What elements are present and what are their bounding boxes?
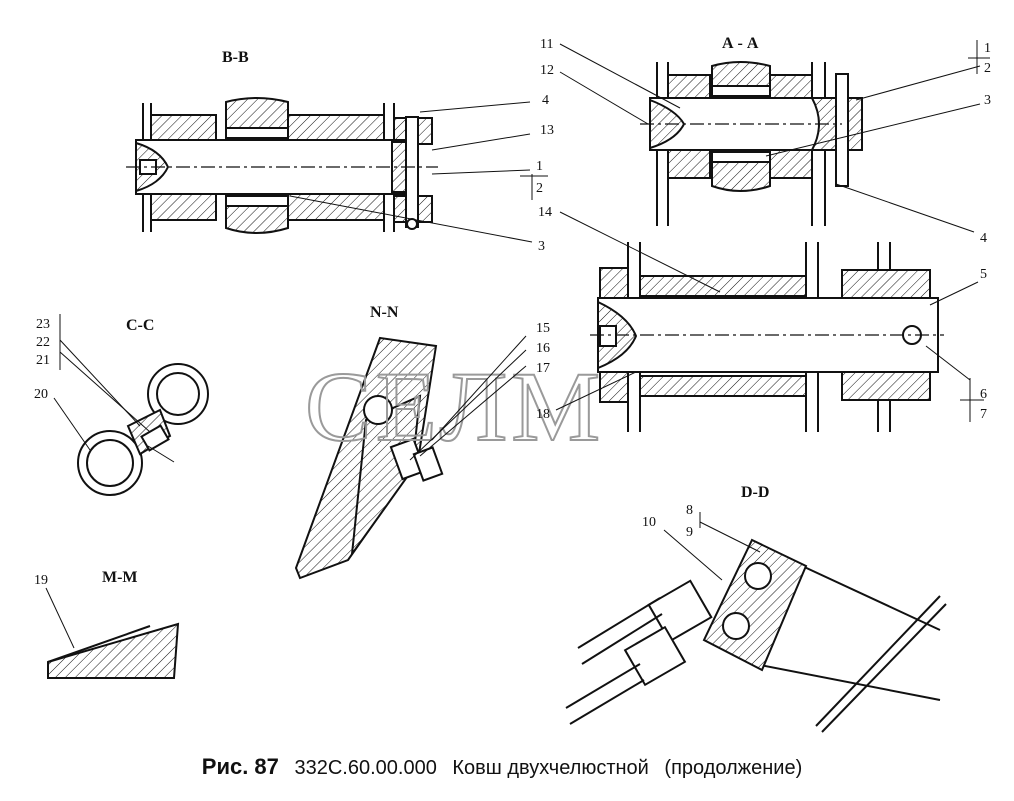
callout-2-aa: 2 bbox=[984, 61, 991, 76]
callout-23: 23 bbox=[36, 317, 50, 332]
section-nn-title: N-N bbox=[370, 304, 399, 321]
callout-18: 18 bbox=[536, 407, 550, 422]
figure-number: Рис. 87 bbox=[201, 754, 279, 779]
callout-22: 22 bbox=[36, 335, 50, 350]
callout-8: 8 bbox=[686, 503, 693, 518]
callout-19: 19 bbox=[34, 573, 48, 588]
callout-20: 20 bbox=[34, 387, 48, 402]
section-dd-title: D-D bbox=[741, 484, 769, 501]
leader-lines bbox=[45, 40, 990, 649]
section-aa: А - А bbox=[640, 35, 863, 226]
callout-6: 6 bbox=[980, 387, 987, 402]
section-mm-title: М-М bbox=[102, 569, 138, 586]
callout-numbers: 4 13 1 2 3 11 12 1 2 3 4 14 5 6 7 18 15 … bbox=[34, 37, 991, 588]
section-nn: N-N bbox=[294, 304, 444, 580]
callout-13: 13 bbox=[540, 123, 554, 138]
section-cc-title: С-С bbox=[126, 317, 154, 334]
drawing-note: (продолжение) bbox=[664, 757, 803, 779]
drawing-title: Ковш двухчелюстной bbox=[452, 757, 649, 779]
callout-12: 12 bbox=[540, 63, 554, 78]
section-cc: С-С bbox=[77, 317, 209, 496]
callout-17: 17 bbox=[536, 361, 550, 376]
watermark: СЕЛМ bbox=[305, 351, 604, 462]
callout-4-bb: 4 bbox=[542, 93, 549, 108]
figure-caption: Рис. 87 332С.60.00.000 Ковш двухчелюстно… bbox=[0, 754, 1014, 780]
drawing-code: 332С.60.00.000 bbox=[294, 757, 437, 779]
section-mm: М-М bbox=[47, 569, 180, 679]
callout-9: 9 bbox=[686, 525, 693, 540]
callout-21: 21 bbox=[36, 353, 50, 368]
callout-1-aa: 1 bbox=[984, 41, 991, 56]
section-aa-title: А - А bbox=[722, 35, 759, 52]
callout-15: 15 bbox=[536, 321, 550, 336]
callout-16: 16 bbox=[536, 341, 550, 356]
pin-assembly-section bbox=[590, 242, 944, 432]
section-dd: D-D bbox=[565, 484, 947, 733]
callout-1-bb: 1 bbox=[536, 159, 543, 174]
callout-5: 5 bbox=[980, 267, 987, 282]
callout-3-aa: 3 bbox=[984, 93, 991, 108]
callout-10: 10 bbox=[642, 515, 656, 530]
section-bb-title: В-В bbox=[222, 49, 249, 66]
callout-3-bb: 3 bbox=[538, 239, 545, 254]
callout-11: 11 bbox=[540, 37, 553, 52]
callout-4-aa: 4 bbox=[980, 231, 987, 246]
callout-2-bb: 2 bbox=[536, 181, 543, 196]
callout-14: 14 bbox=[538, 205, 552, 220]
section-bb: В-В bbox=[126, 49, 438, 234]
callout-7: 7 bbox=[980, 407, 987, 422]
